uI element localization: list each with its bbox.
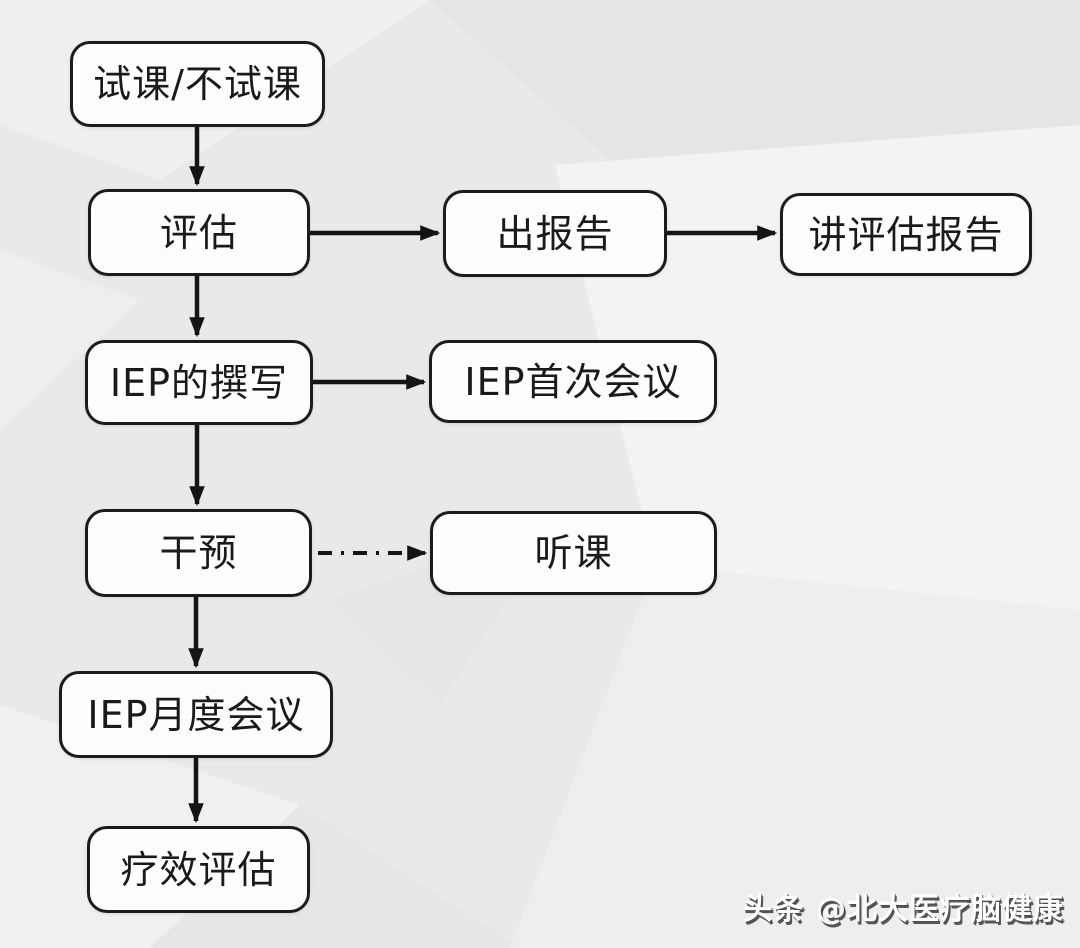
node-iep-first-meeting: IEP首次会议	[429, 340, 717, 423]
node-class-listening: 听课	[430, 511, 717, 595]
toutiao-watermark: 头条 @北大医疗脑健康	[742, 892, 1064, 927]
node-intervention: 干预	[85, 509, 312, 597]
node-explain-report: 讲评估报告	[780, 193, 1032, 276]
node-iep-writing: IEP的撰写	[85, 340, 313, 425]
node-iep-monthly-meeting: IEP月度会议	[59, 671, 333, 758]
node-trial-class: 试课/不试课	[70, 41, 325, 127]
node-assessment: 评估	[88, 189, 310, 276]
node-report: 出报告	[443, 190, 667, 277]
node-efficacy-assessment: 疗效评估	[87, 826, 310, 913]
